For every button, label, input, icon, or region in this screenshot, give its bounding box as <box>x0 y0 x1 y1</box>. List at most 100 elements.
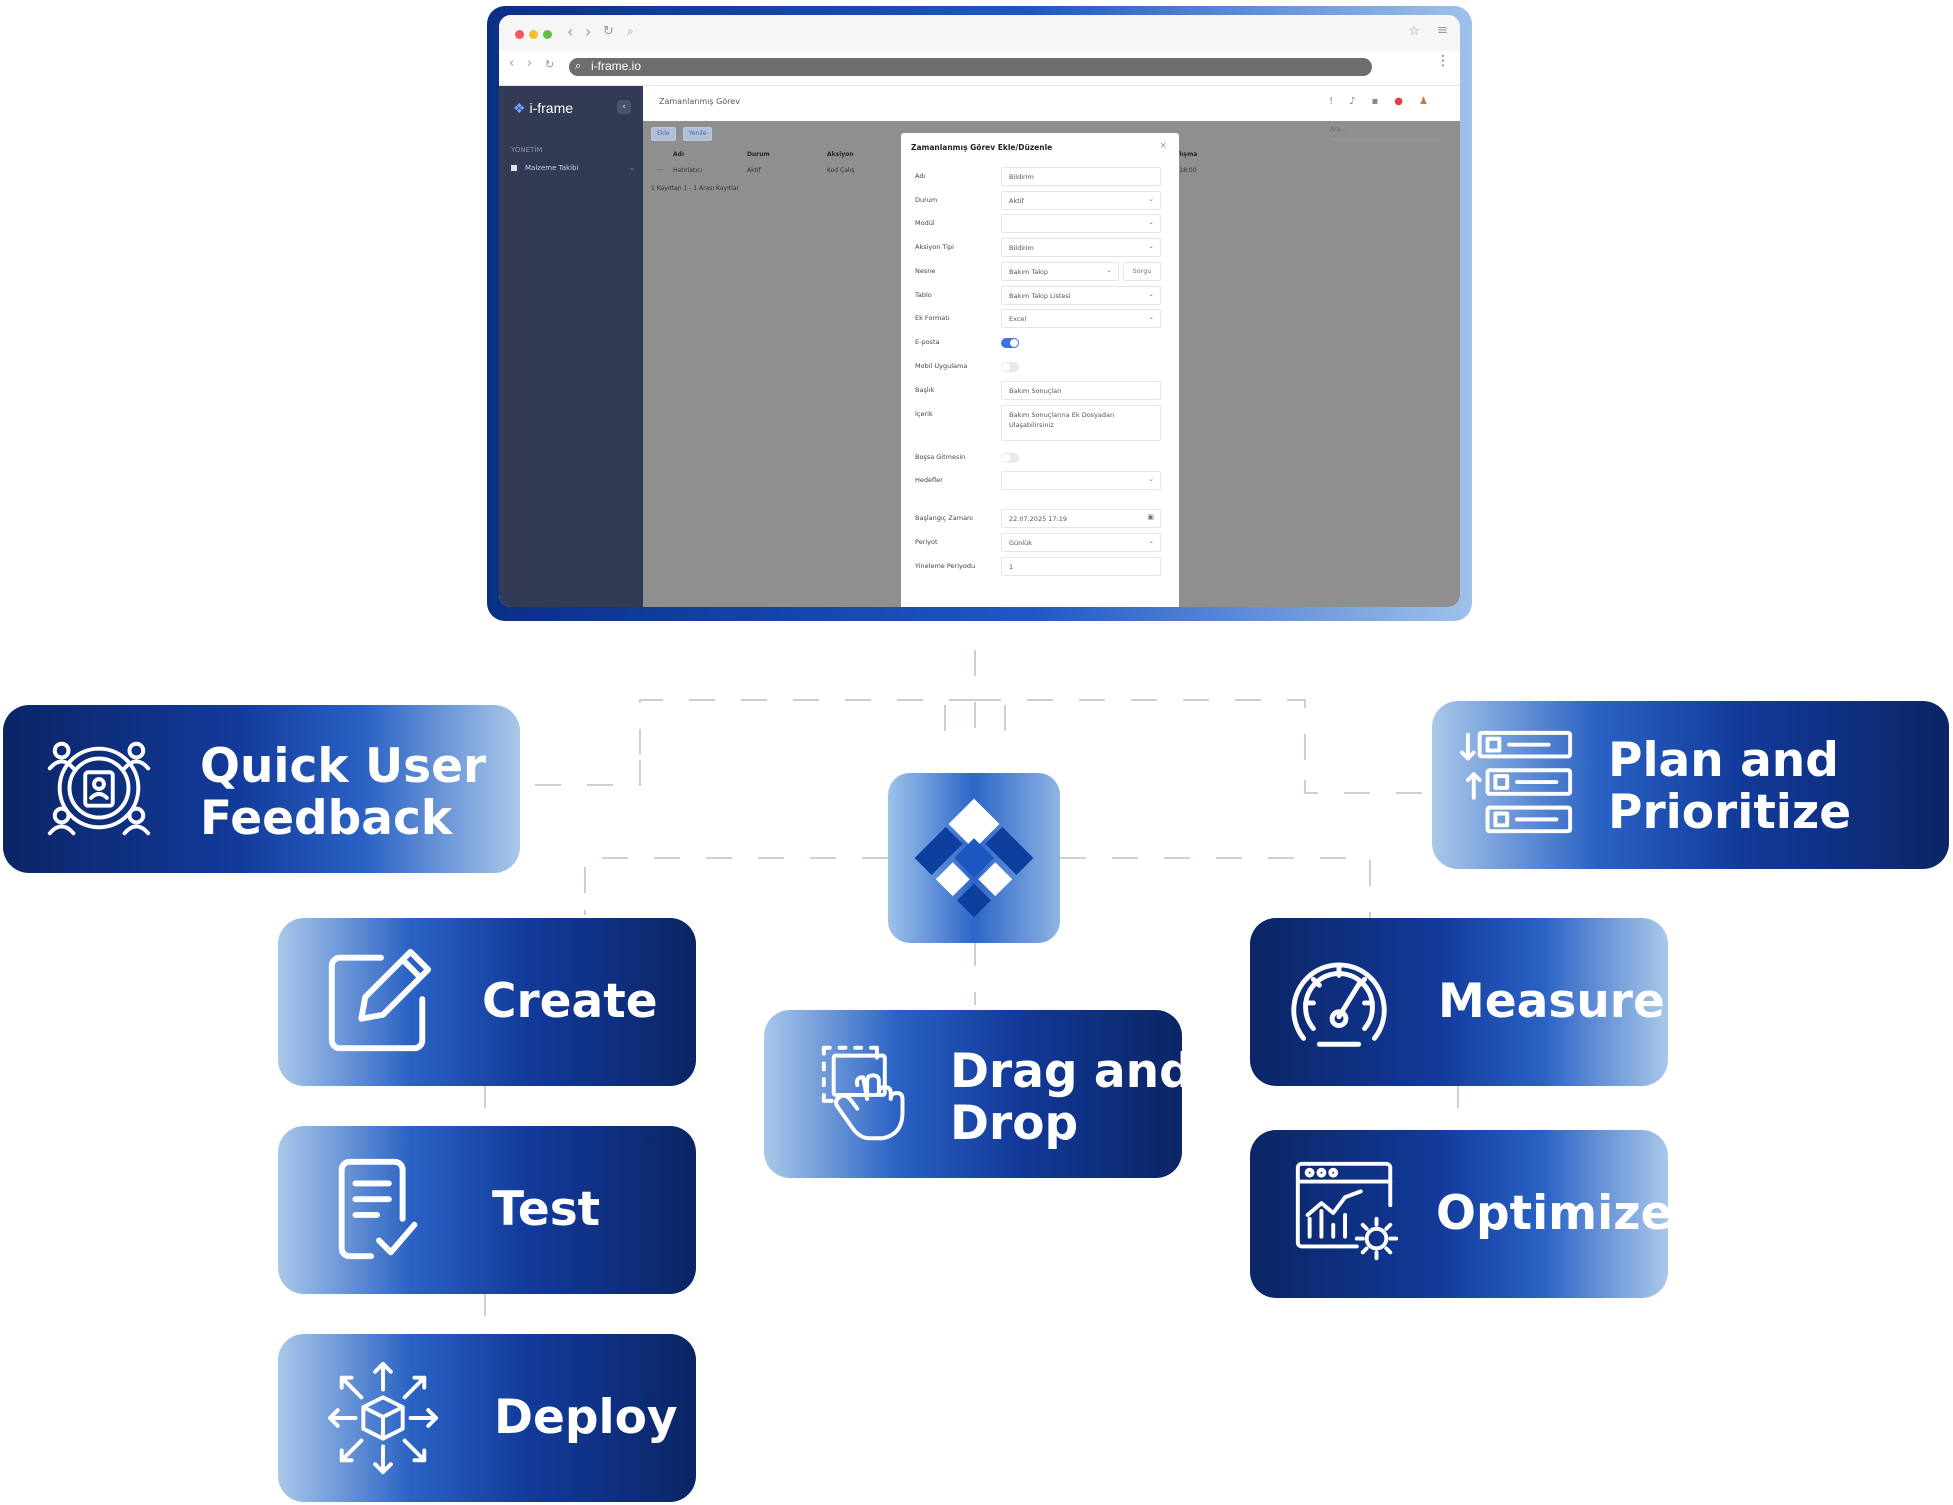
kebab-menu-icon[interactable]: ⋮ <box>1436 53 1450 69</box>
close-icon[interactable]: × <box>1159 141 1167 151</box>
cell-name: Hatırlatıcı <box>673 167 703 174</box>
sidebar-item-malzeme[interactable]: Malzeme Takibi⌄ <box>511 164 635 172</box>
app-area: ❖ i-frame ‹ YÖNETİM Malzeme Takibi⌄ Zama… <box>499 86 1460 607</box>
sidebar-collapse-icon[interactable]: ‹ <box>617 100 631 114</box>
reload-icon[interactable]: ↻ <box>545 58 555 71</box>
chevron-down-icon: ⌄ <box>1148 290 1154 298</box>
edit-pencil-icon <box>328 948 432 1052</box>
forward-icon[interactable]: › <box>527 56 533 71</box>
col-name[interactable]: Adı <box>673 151 684 158</box>
test-card[interactable]: Test <box>278 1126 696 1294</box>
back-icon[interactable]: ‹ <box>567 22 574 41</box>
minimize-dot-icon[interactable] <box>529 30 538 39</box>
quick-feedback-card[interactable]: Quick User Feedback <box>3 705 520 873</box>
field-email: E-posta <box>915 333 1165 353</box>
start-time-input[interactable]: 22.07.2025 17:19▣ <box>1001 509 1161 528</box>
star-icon[interactable]: ☆ <box>1408 24 1420 39</box>
create-card[interactable]: Create <box>278 918 696 1086</box>
query-button[interactable]: Sorgu <box>1123 262 1161 281</box>
plan-prioritize-card[interactable]: Plan and Prioritize <box>1432 701 1949 869</box>
content-textarea[interactable]: Bakım Sonuçlarına Ek Dosyadan Ulaşabilir… <box>1001 405 1161 441</box>
page-title: Zamanlanmış Görev <box>659 97 740 106</box>
refresh-button[interactable]: Yenile <box>683 127 713 141</box>
menu-icon[interactable]: ≡ <box>1437 23 1448 38</box>
close-dot-icon[interactable] <box>515 30 524 39</box>
module-icon <box>511 165 517 171</box>
checklist-icon <box>338 1158 418 1260</box>
quick-feedback-label: Quick User Feedback <box>200 739 487 846</box>
deploy-card[interactable]: Deploy <box>278 1334 696 1502</box>
search-icon: ⌕ <box>575 59 582 72</box>
skip-empty-toggle[interactable] <box>1001 453 1019 463</box>
col-action[interactable]: Aksiyon <box>827 151 854 158</box>
sidebar: ❖ i-frame ‹ YÖNETİM Malzeme Takibi⌄ <box>499 86 643 607</box>
chevron-down-icon: ⌄ <box>1106 266 1112 274</box>
mobile-toggle[interactable] <box>1001 362 1019 372</box>
app-logo[interactable]: ❖ i-frame <box>513 100 574 116</box>
add-button[interactable]: Ekle <box>651 127 676 141</box>
back-icon[interactable]: ‹ <box>509 56 515 71</box>
name-input[interactable]: Bildirim <box>1001 167 1161 186</box>
optimize-card[interactable]: Optimize <box>1250 1130 1668 1298</box>
info-icon[interactable]: ! <box>1329 96 1350 107</box>
test-label: Test <box>492 1182 601 1237</box>
plan-prioritize-label: Plan and Prioritize <box>1608 733 1852 840</box>
deploy-label: Deploy <box>494 1390 678 1445</box>
package-deploy-icon <box>327 1361 439 1475</box>
url-text: i-frame.io <box>591 59 642 73</box>
module-select[interactable]: ⌄ <box>1001 214 1161 233</box>
browser-tab-bar: ‹ › ↻ ⌕ ☆ ≡ <box>499 15 1460 51</box>
address-row: ‹ › ↻ ⌕ i-frame.io ⋮ <box>499 51 1460 86</box>
cell-action: Kod Çalış <box>827 167 855 174</box>
table-select[interactable]: Bakım Takip Listesi⌄ <box>1001 286 1161 305</box>
bell-icon[interactable]: ♪ <box>1349 96 1372 107</box>
subject-input[interactable]: Bakım Sonuçları <box>1001 381 1161 400</box>
format-select[interactable]: Excel⌄ <box>1001 309 1161 328</box>
cell-status: Aktif <box>747 167 761 174</box>
maximize-dot-icon[interactable] <box>543 30 552 39</box>
field-module: Modül⌄ <box>915 214 1165 234</box>
repeat-input[interactable]: 1 <box>1001 557 1161 576</box>
modal-title: Zamanlanmış Görev Ekle/Düzenle <box>911 143 1053 152</box>
apps-icon[interactable]: ▪ <box>1371 96 1395 107</box>
targets-select[interactable]: ⌄ <box>1001 471 1161 490</box>
col-status[interactable]: Durum <box>747 151 770 158</box>
priority-list-icon <box>1460 730 1573 834</box>
chevron-down-icon: ⌄ <box>1148 195 1154 203</box>
sidebar-section-label: YÖNETİM <box>511 146 543 154</box>
reload-icon[interactable]: ↻ <box>603 24 614 39</box>
chevron-down-icon: ⌄ <box>1148 537 1154 545</box>
search-icon[interactable]: ⌕ <box>627 24 634 38</box>
status-select[interactable]: Aktif⌄ <box>1001 191 1161 210</box>
period-select[interactable]: Günlük⌄ <box>1001 533 1161 552</box>
forward-icon[interactable]: › <box>585 22 592 41</box>
email-toggle[interactable] <box>1001 338 1019 348</box>
table-footer: 1 Kayıttan 1 - 1 Arası Kayıtlar <box>651 185 739 192</box>
drag-drop-card[interactable]: Drag and Drop <box>764 1010 1182 1178</box>
chevron-down-icon: ⌄ <box>1148 242 1154 250</box>
chevron-down-icon: ⌄ <box>1148 313 1154 321</box>
browser-mockup: ‹ › ↻ ⌕ ☆ ≡ ‹ › ↻ ⌕ i-frame.io ⋮ ❖ i-fra… <box>487 6 1472 621</box>
measure-card[interactable]: Measure <box>1250 918 1668 1086</box>
optimize-label: Optimize <box>1436 1186 1668 1241</box>
field-skip-empty: Boşsa Gitmesin <box>915 448 1165 468</box>
user-icon[interactable]: ♟ <box>1419 96 1444 107</box>
chevron-down-icon: ⌄ <box>1148 475 1154 483</box>
browser-window: ‹ › ↻ ⌕ ☆ ≡ ‹ › ↻ ⌕ i-frame.io ⋮ ❖ i-fra… <box>499 15 1460 607</box>
search-input[interactable]: Ara... <box>1330 126 1440 140</box>
action-type-select[interactable]: Bildirim⌄ <box>1001 238 1161 257</box>
object-select[interactable]: Bakım Takip⌄ <box>1001 262 1119 281</box>
flag-icon[interactable]: ● <box>1394 96 1420 107</box>
chevron-down-icon: ⌄ <box>1148 218 1154 226</box>
modal-backdrop: Ekle Yenile Ara... Adı Durum Aksiyon Son… <box>643 121 1460 607</box>
row-menu-icon[interactable]: ··· <box>657 167 663 174</box>
url-bar[interactable]: ⌕ i-frame.io <box>569 58 1372 76</box>
